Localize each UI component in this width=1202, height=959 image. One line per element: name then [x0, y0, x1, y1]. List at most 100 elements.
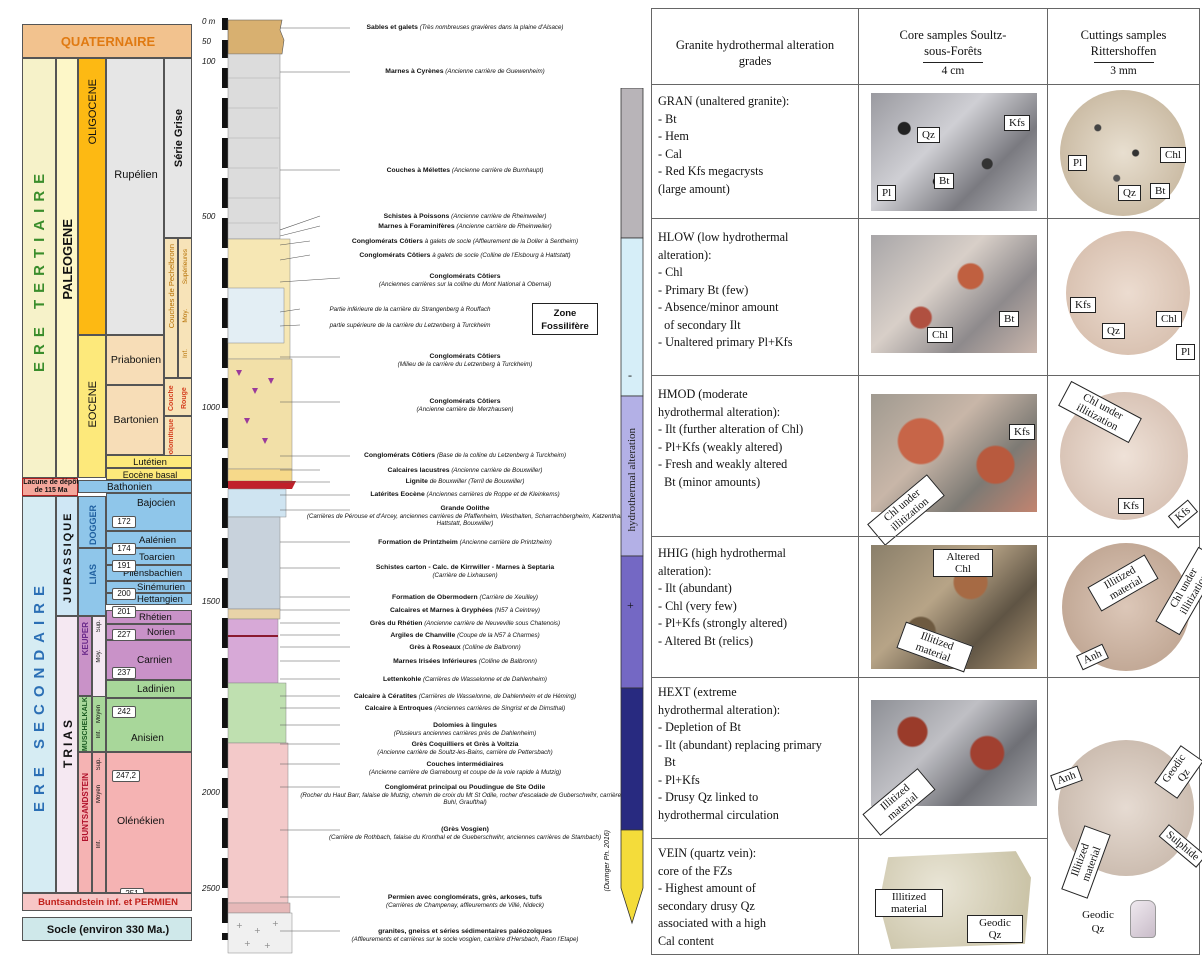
jurassique-label: JURASSIQUE	[57, 507, 79, 607]
stage-toarcien-label: Toarcien	[139, 549, 175, 566]
lias-label: LIAS	[79, 564, 107, 585]
header-cell-cuttings: Cuttings samples Rittershoffen 3 mm	[1047, 8, 1200, 85]
dogger-label: DOGGER	[79, 505, 107, 545]
desc-line: - Drusy Qz linked to	[658, 789, 852, 807]
stage-eocene-basal: Eocène basal	[106, 468, 192, 480]
cuttings-label: Pl	[1176, 344, 1195, 360]
desc-line: - Ilt (further alteration of Chl)	[658, 421, 852, 439]
depth-label: 2500	[202, 884, 220, 893]
leader-lines	[280, 0, 360, 959]
core-photo-hlow	[871, 235, 1037, 353]
era-secondaire: ERE SECONDAIRE	[22, 496, 56, 893]
cuttings-label: Kfs	[1070, 297, 1096, 313]
desc-line: - Pl+Kfs (strongly altered)	[658, 615, 852, 633]
keuper-sub-sup: Sup.	[92, 620, 106, 632]
cuttings-label: Chl	[1160, 147, 1186, 163]
stratigraphic-column: ERE TERTIAIRE ERE SECONDAIRE QUATERNAIRE…	[0, 0, 640, 959]
desc-line: associated with a high	[658, 915, 852, 933]
desc-line: - Chl (very few)	[658, 598, 852, 616]
header-cuttings: Cuttings samples Rittershoffen	[1048, 27, 1199, 59]
desc-line: - Ilt (abundant) replacing primary	[658, 737, 852, 755]
row-hmod-core: Kfs Chl under illitization	[858, 375, 1048, 537]
stage-olenekien-label: Olénékien	[117, 815, 164, 827]
serie-grise-label: Série Grise	[165, 109, 193, 167]
stage-bartonien-label: Bartonien	[107, 414, 165, 426]
socle-label: Socle (environ 330 Ma.)	[23, 918, 193, 942]
trias-label: TRIAS	[57, 717, 79, 768]
trias-band: TRIAS	[56, 616, 78, 893]
row-hmod-cuttings: Chl under illitization Kfs Kfs	[1047, 375, 1200, 537]
oligocene-band: OLIGOCENE	[78, 58, 106, 335]
couche-rouge-label: Couche Rouge	[165, 379, 193, 417]
cuttings-label: Pl	[1068, 155, 1087, 171]
core-label: Kfs	[1009, 424, 1035, 440]
desc-line: hydrothermal circulation	[658, 807, 852, 825]
eocene-band: EOCENE	[78, 335, 106, 478]
desc-line: hydrothermal alteration):	[658, 404, 852, 422]
keuper-sub-moy: Moy.	[92, 650, 106, 663]
stage-bartonien: Bartonien	[106, 385, 164, 455]
scale-plus: +	[627, 598, 634, 613]
pech-inf-label: Inf.	[179, 349, 193, 358]
desc-line: - Pl+Kfs	[658, 772, 852, 790]
core-label: Pl	[877, 185, 896, 201]
header-cuttings-scale: 3 mm	[1048, 63, 1199, 79]
eocene-label: EOCENE	[79, 381, 107, 427]
desc-line: Bt (minor amounts)	[658, 474, 852, 492]
desc-line: - Unaltered primary Pl+Kfs	[658, 334, 852, 352]
row-hlow-desc: HLOW (low hydrothermal alteration): - Ch…	[651, 218, 859, 376]
desc-line: - Fresh and weakly altered	[658, 456, 852, 474]
age-tag: 200	[112, 588, 136, 600]
cuttings-label: Qz	[1102, 323, 1125, 339]
couche-rouge-band: Couche Rouge	[164, 378, 192, 416]
desc-line: Cal content	[658, 933, 852, 951]
pech-moy-label: Moy.	[179, 309, 193, 323]
cuttings-label: Qz	[1118, 185, 1141, 201]
header-core-scale: 4 cm	[859, 63, 1047, 79]
pechelbronn-label: Couches de Pechelbronn	[165, 244, 179, 328]
muschelkalk-sub-inf: Inf.	[92, 730, 106, 738]
core-photo-hmod	[871, 394, 1037, 512]
pech-sup-label: Supérieures	[179, 249, 193, 284]
header-grades: Granite hydrothermal alteration grades	[676, 38, 834, 68]
era-tertiaire-label: ERE TERTIAIRE	[27, 59, 53, 479]
bunt-sub-sup: Sup.	[92, 758, 106, 770]
stage-bathonien: Bathonien	[78, 480, 192, 493]
muschelkalk-label: MUSCHELKALK	[79, 697, 93, 751]
muschelkalk-sub-moyen: Moyen	[92, 705, 106, 723]
core-label: Bt	[999, 311, 1019, 327]
scale-minus: -	[628, 368, 632, 383]
perm-label: Buntsandstein inf. et PERMIEN	[23, 894, 193, 912]
row-hext-cuttings: Anh Geodic Qz Illitized material Sulphid…	[1047, 677, 1200, 955]
desc-line: - Depletion of Bt	[658, 719, 852, 737]
row-vein-core: Illitized material Geodic Qz	[858, 838, 1048, 955]
desc-line: GRAN (unaltered granite):	[658, 93, 852, 111]
age-tag: 227	[112, 629, 136, 641]
depth-label: 1000	[202, 403, 220, 412]
credit-label: (Duringer Ph. 2016)	[602, 830, 614, 891]
svg-text:+: +	[236, 921, 243, 930]
desc-line: of secondary Ilt	[658, 317, 852, 335]
header-core: Core samples Soultz-sous-Forêts	[898, 27, 1008, 59]
svg-text:+: +	[272, 919, 279, 928]
core-label: Bt	[934, 173, 954, 189]
stage-norien-label: Norien	[147, 625, 175, 641]
desc-line: HHIG (high hydrothermal	[658, 545, 852, 563]
row-gran-core: Qz Kfs Pl Bt	[858, 84, 1048, 219]
muschelkalk-band: MUSCHELKALK	[78, 696, 92, 752]
core-label: Chl	[927, 327, 953, 343]
stage-rhetien-label: Rhétien	[139, 611, 172, 625]
row-hext-core: Illitized material	[858, 677, 1048, 839]
desc-line: - Bt	[658, 111, 852, 129]
row-hext-desc: HEXT (extreme hydrothermal alteration): …	[651, 677, 859, 839]
age-tag: 172	[112, 516, 136, 528]
desc-line: - Cal	[658, 146, 852, 164]
cuttings-label: Bt	[1150, 183, 1170, 199]
desc-line: - Hem	[658, 128, 852, 146]
era-secondaire-label: ERE SECONDAIRE	[27, 497, 53, 894]
quaternaire-label: QUATERNAIRE	[23, 25, 193, 59]
stage-ladinien-label: Ladinien	[137, 681, 175, 699]
stage-carnien-label: Carnien	[137, 655, 172, 666]
core-label: Kfs	[1004, 115, 1030, 131]
lacune-label: Lacune de dépôt de 115 Ma	[23, 479, 79, 495]
